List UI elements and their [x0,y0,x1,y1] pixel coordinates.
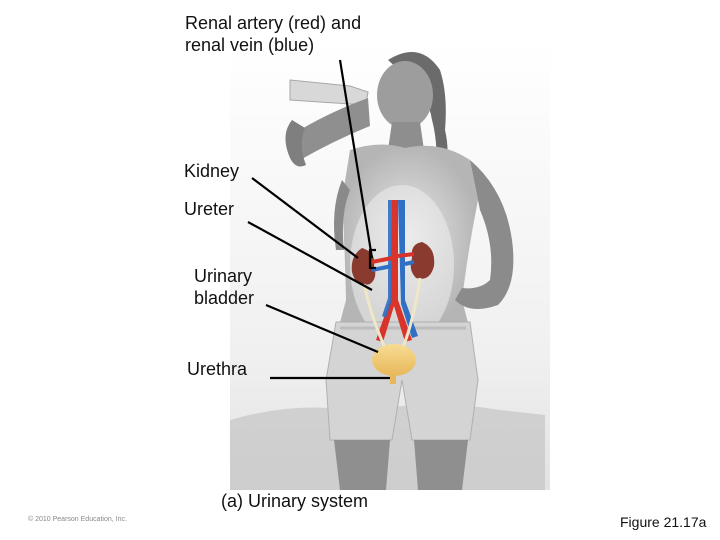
leader-kidney [251,177,359,259]
figure-number: Figure 21.17a [620,514,707,530]
renal-vein-left [371,264,393,272]
label-renal-vessels: Renal artery (red) and renal vein (blue) [185,13,362,55]
bladder-shape [372,344,416,376]
leader-lines [247,59,390,380]
left-ureter [362,283,388,351]
renal-artery-right [397,252,415,258]
renal-artery-left [371,256,393,264]
copyright-notice: © 2010 Pearson Education, Inc. [28,516,127,523]
right-kidney [410,242,435,279]
woman-figure [285,52,514,490]
vena-cava [398,200,418,338]
aorta [376,200,412,342]
leader-renal-vessels [338,59,374,259]
label-urethra: Urethra [187,359,248,379]
renal-vessels-bracket [368,248,376,270]
label-urinary-bladder: Urinary bladder [194,266,255,308]
renal-vein-right [404,260,415,266]
figure-caption: (a) Urinary system [221,491,369,511]
leader-urinary-bladder [265,303,379,354]
label-ureter: Ureter [184,199,235,219]
urethra-shape [390,374,396,384]
leader-ureter [247,221,373,291]
right-ureter [400,277,422,351]
label-kidney: Kidney [184,161,240,181]
